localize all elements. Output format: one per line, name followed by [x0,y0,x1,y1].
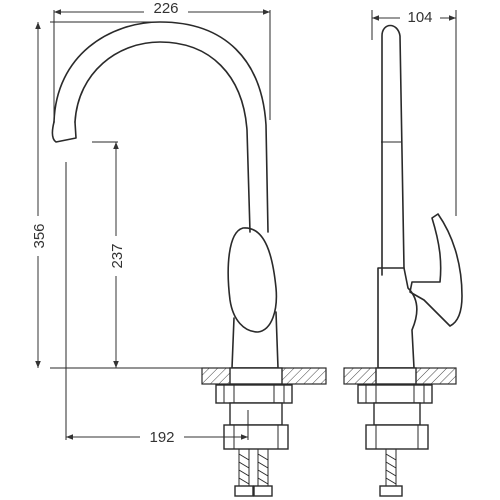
side-flexible-hose [379,449,403,497]
flexible-hoses [234,449,273,497]
side-mixer-body [377,267,418,369]
spout-inner-curve [74,41,251,233]
spout-outlet [51,121,77,143]
front-view: 226 356 237 192 [26,0,327,497]
side-view: 104 [343,8,463,497]
side-spout-column [381,24,405,276]
mounting-nut [215,384,293,404]
handle-lever [227,227,278,333]
side-mounting-nut [357,384,433,404]
side-handle-lever [409,213,463,327]
dimension-label-237: 237 [109,243,126,268]
side-lock-nut [365,424,429,450]
threaded-shank [229,402,283,426]
dimension-label-192: 192 [149,429,174,446]
dimension-label-104: 104 [407,9,432,26]
spout-outer-curve [53,21,269,233]
dimension-label-226: 226 [153,0,178,17]
body-base-neck [229,367,283,385]
dimension-label-356: 356 [31,223,48,248]
